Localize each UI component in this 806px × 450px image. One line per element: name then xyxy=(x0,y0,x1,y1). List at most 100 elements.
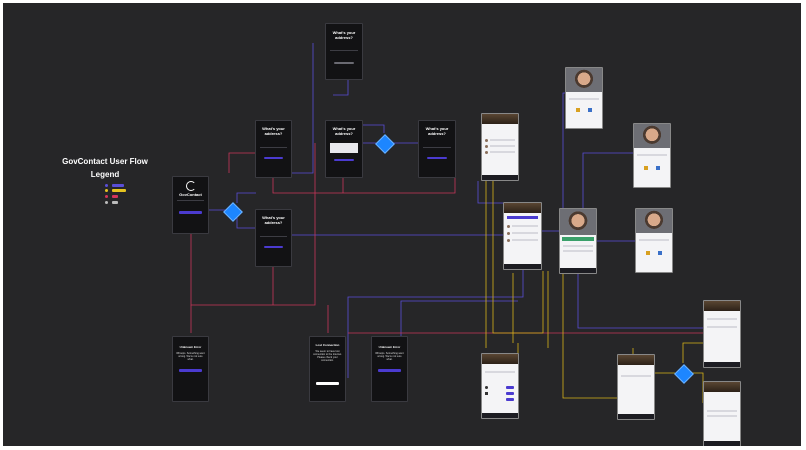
error-message: Whoops. Something went wrong. We're not … xyxy=(176,352,205,361)
connector-blue xyxy=(582,152,635,208)
address-title-2: address? xyxy=(264,220,283,225)
contact-form-screen[interactable] xyxy=(703,300,741,368)
list-item[interactable] xyxy=(512,225,538,227)
lost-connection-screen[interactable]: Lost Connection We seem to have lost con… xyxy=(309,336,346,402)
retry-button[interactable] xyxy=(316,382,339,385)
tab-bar[interactable] xyxy=(618,414,654,419)
connector-yellow xyxy=(691,372,704,403)
connector-blue xyxy=(347,269,524,378)
legend-dot-yellow xyxy=(105,189,108,192)
header-image xyxy=(482,114,518,124)
connect-button[interactable] xyxy=(506,386,514,389)
list-item[interactable] xyxy=(512,232,538,234)
tab-switcher[interactable] xyxy=(507,216,538,219)
connector-blue xyxy=(562,92,565,208)
header-image xyxy=(504,203,541,213)
address-screen-middle[interactable]: What's your address? xyxy=(325,120,363,178)
list-item[interactable] xyxy=(490,145,515,147)
action-icon[interactable] xyxy=(646,251,650,255)
list-item[interactable] xyxy=(512,239,538,241)
avatar xyxy=(485,145,488,148)
action-icon[interactable] xyxy=(656,166,660,170)
rep-profile-screen[interactable] xyxy=(559,208,597,274)
connector-yellow xyxy=(492,181,544,334)
next-button[interactable] xyxy=(334,159,354,161)
contact-form-screen[interactable] xyxy=(617,354,655,420)
avatar xyxy=(507,225,510,228)
list-item[interactable] xyxy=(490,139,515,141)
address-title: What's your xyxy=(262,215,285,220)
unknown-error-screen[interactable]: Unknown Error Whoops. Something went wro… xyxy=(172,336,209,402)
settings-screen[interactable] xyxy=(481,353,519,419)
tab-bar[interactable] xyxy=(704,441,740,446)
retry-button[interactable] xyxy=(179,369,202,372)
address-title-2: address? xyxy=(335,131,353,136)
address-screen-left[interactable]: What's your address? xyxy=(255,120,292,178)
login-button[interactable] xyxy=(179,211,202,214)
error-message: Whoops. Something went wrong. We're not … xyxy=(375,352,404,361)
legend-swatch-gray xyxy=(112,201,118,204)
action-icon[interactable] xyxy=(576,108,580,112)
twitter-icon xyxy=(485,386,488,389)
connector-blue xyxy=(236,192,256,203)
legend-swatch-red xyxy=(112,195,118,198)
next-button[interactable] xyxy=(264,246,283,248)
next-button[interactable] xyxy=(427,157,447,159)
contact-actions[interactable] xyxy=(562,237,594,241)
address-title: What's your xyxy=(262,126,285,131)
facebook-icon xyxy=(485,392,488,395)
address-title: What's your xyxy=(425,126,449,131)
retry-button[interactable] xyxy=(378,369,401,372)
connector-blue xyxy=(236,217,256,229)
connector-blue xyxy=(333,78,349,96)
connector-yellow xyxy=(562,271,618,399)
address-title-2: address? xyxy=(264,131,283,136)
login-screen[interactable]: GovContact xyxy=(172,176,209,234)
address-title-2: address? xyxy=(335,35,353,40)
connect-button[interactable] xyxy=(506,398,514,401)
legend: GovContact User Flow Legend xyxy=(57,157,153,217)
next-button[interactable] xyxy=(264,157,283,159)
address-title-2: address? xyxy=(428,131,446,136)
legend-subtitle: Legend xyxy=(90,170,120,179)
unknown-error-screen[interactable]: Unknown Error Whoops. Something went wro… xyxy=(371,336,408,402)
action-icon[interactable] xyxy=(588,108,592,112)
rep-profile-screen[interactable] xyxy=(633,123,671,188)
govcontact-logo-icon xyxy=(186,181,196,191)
rep-photo xyxy=(566,68,602,92)
legend-dot-gray xyxy=(105,201,108,204)
tab-bar[interactable] xyxy=(482,413,518,418)
rep-photo xyxy=(636,209,672,233)
address-screen-bottom[interactable]: What's your address? xyxy=(255,209,292,267)
error-title: Unknown Error xyxy=(378,345,401,349)
header-image xyxy=(704,301,740,311)
header-image xyxy=(618,355,654,365)
action-icon[interactable] xyxy=(658,251,662,255)
tab-bar[interactable] xyxy=(560,268,596,273)
rep-profile-screen[interactable] xyxy=(565,67,603,129)
tab-bar[interactable] xyxy=(704,362,740,367)
connector-yellow xyxy=(682,342,703,363)
representatives-screen[interactable] xyxy=(481,113,519,181)
next-button[interactable] xyxy=(334,62,354,64)
error-message: We seem to have lost connection to the i… xyxy=(313,350,342,362)
tab-bar[interactable] xyxy=(482,175,518,180)
legend-dot-blue xyxy=(105,184,108,187)
representatives-detail-screen[interactable] xyxy=(503,202,542,270)
rep-photo xyxy=(560,209,596,235)
address-screen-right[interactable]: What's your address? xyxy=(418,120,456,178)
header-image xyxy=(704,382,740,392)
list-item[interactable] xyxy=(490,151,515,153)
error-title: Unknown Error xyxy=(179,345,202,349)
address-title: What's your xyxy=(332,30,356,35)
autocomplete-list[interactable] xyxy=(330,143,358,153)
address-screen-top[interactable]: What's your address? xyxy=(325,23,363,80)
connector-red xyxy=(190,143,316,306)
address-title: What's your xyxy=(332,126,356,131)
action-icon[interactable] xyxy=(644,166,648,170)
rep-profile-screen[interactable] xyxy=(635,208,673,273)
connect-button[interactable] xyxy=(506,392,514,395)
tab-bar[interactable] xyxy=(504,264,541,269)
legend-dot-red xyxy=(105,195,108,198)
contact-form-screen[interactable] xyxy=(703,381,741,446)
